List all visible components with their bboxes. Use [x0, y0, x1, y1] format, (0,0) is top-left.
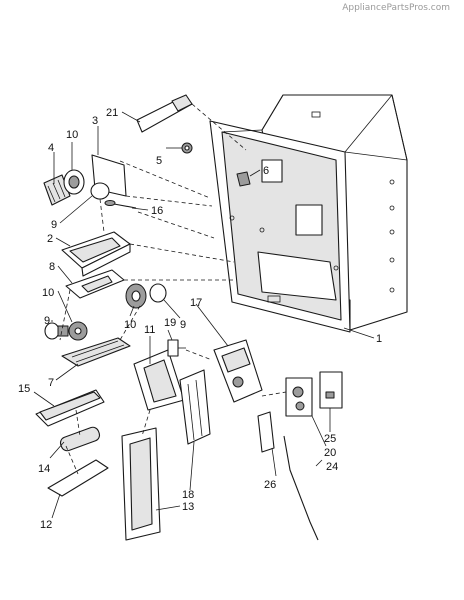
part-12-cover: [47, 459, 109, 497]
callout-leaders: [33, 111, 375, 519]
callout-13: 13: [182, 501, 194, 513]
callout-6: 6: [263, 165, 269, 177]
part-13-panel: [121, 427, 161, 541]
part-17-bracket: [213, 339, 263, 403]
watermark: AppliancePartsPros.com: [342, 3, 450, 13]
callout-9-top: 9: [51, 219, 57, 231]
callout-labels: 21 3 10 4 5 6 9 16 2 8 10 9 10 9 17 19 1…: [18, 107, 382, 531]
part-10-socket-upper: [63, 169, 85, 195]
callout-12: 12: [40, 519, 52, 531]
callout-21: 21: [106, 107, 118, 119]
part-15-filter-housing: [35, 389, 105, 427]
callout-25: 25: [324, 433, 336, 445]
part-19-thermostat: [167, 339, 186, 357]
callout-10-right: 10: [124, 319, 136, 331]
assembly-guide-lines: [59, 103, 287, 475]
callout-18: 18: [182, 489, 194, 501]
part-10-socket-left: [68, 321, 88, 341]
callout-3: 3: [92, 115, 98, 127]
callout-1: 1: [376, 333, 382, 345]
callout-15: 15: [18, 383, 30, 395]
callout-14: 14: [38, 463, 50, 475]
callout-16: 16: [151, 205, 163, 217]
callout-10-top: 10: [66, 129, 78, 141]
callout-24: 24: [326, 461, 338, 473]
part-21-light-shield: [136, 94, 193, 133]
part-1-liner: [209, 94, 408, 333]
callout-20: 20: [324, 447, 336, 459]
part-16-thermistor: [104, 200, 137, 209]
part-6-clip: [236, 171, 251, 187]
part-14-filter: [59, 426, 101, 452]
part-8-tray: [65, 269, 125, 299]
callout-7: 7: [48, 377, 54, 389]
callout-9-left: 9: [44, 315, 50, 327]
part-10-socket-right: [125, 283, 147, 309]
part-18-heater: [179, 369, 211, 445]
callout-8: 8: [49, 261, 55, 273]
callout-17: 17: [190, 297, 202, 309]
part-24-water-tube: [283, 435, 319, 541]
callout-19: 19: [164, 317, 176, 329]
part-9-bulb-upper: [90, 182, 110, 200]
callout-10-left: 10: [42, 287, 54, 299]
part-5-grommet: [181, 142, 193, 154]
callout-4: 4: [48, 142, 54, 154]
part-11-bracket: [133, 349, 185, 411]
part-2-housing: [61, 231, 131, 277]
callout-5: 5: [156, 155, 162, 167]
part-7-lens: [61, 337, 131, 367]
callout-11: 11: [144, 324, 155, 336]
part-26-clip: [257, 411, 275, 453]
part-9-bulb-right: [149, 283, 167, 303]
part-20-water-valve: [285, 377, 313, 417]
callout-9-right: 9: [180, 319, 186, 331]
callout-2: 2: [47, 233, 53, 245]
callout-26: 26: [264, 479, 276, 491]
part-25-bracket: [319, 371, 343, 409]
